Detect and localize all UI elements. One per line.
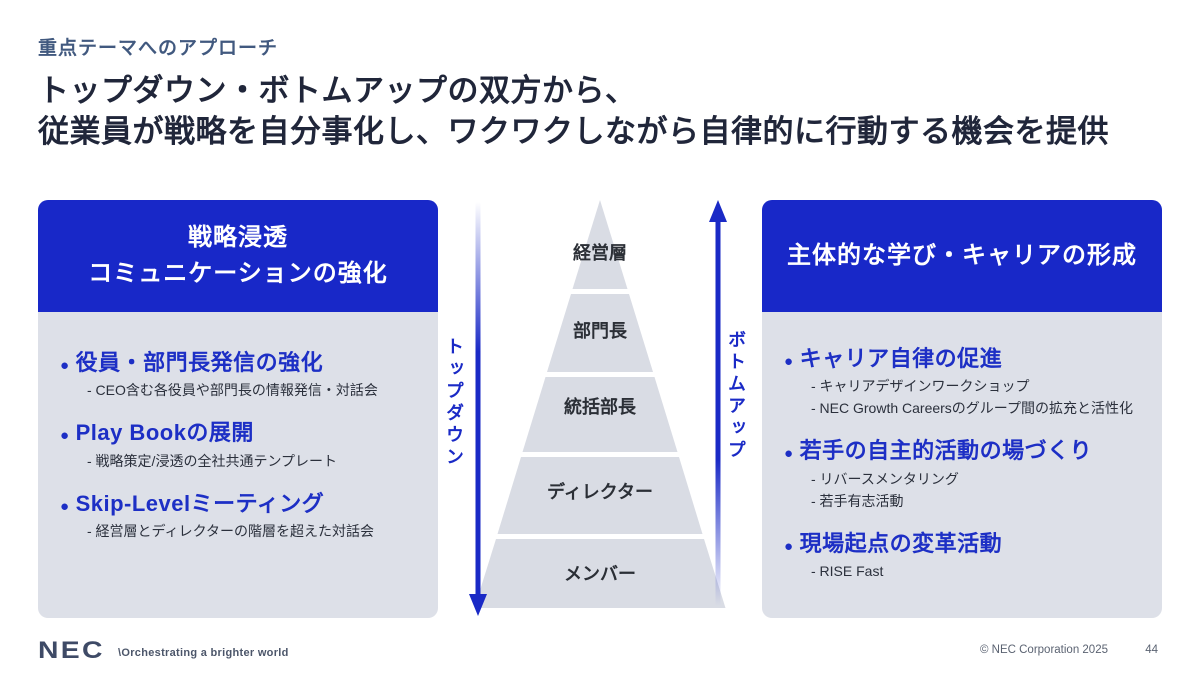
pyramid-level-5 — [474, 539, 726, 608]
bullet-icon: ● — [784, 445, 794, 463]
page-number: 44 — [1145, 644, 1158, 656]
pyramid-label-members: メンバー — [564, 564, 636, 584]
nec-logo: NEC — [38, 637, 105, 664]
item-heading: 若手の自主的活動の場づくり — [799, 438, 1093, 464]
right-card-header-title: 主体的な学び・キャリアの形成 — [787, 242, 1137, 269]
left-card-strategy-communication: 戦略浸透 コミュニケーションの強化 ● 役員・部門長発信の強化 - CEO含む各… — [38, 200, 438, 618]
left-card-header: 戦略浸透 コミュニケーションの強化 — [38, 200, 438, 312]
list-item: ● 若手の自主的活動の場づくり - リバースメンタリング - 若手有志活動 — [784, 438, 1146, 511]
item-subtext: - キャリアデザインワークショップ — [811, 378, 1030, 395]
pyramid-level-4 — [497, 457, 703, 534]
bullet-icon: ● — [60, 357, 70, 374]
left-card-header-line2: コミュニケーションの強化 — [88, 260, 388, 287]
list-item: ● 役員・部門長発信の強化 - CEO含む各役員や部門長の情報発信・対話会 — [60, 350, 422, 401]
bottom-up-arrow-head-icon — [709, 200, 727, 222]
pyramid-label-executives: 経営層 — [573, 242, 627, 263]
pyramid-level-1 — [572, 200, 628, 289]
pyramid-label-division-heads: 部門長 — [573, 320, 628, 341]
left-card-body: ● 役員・部門長発信の強化 - CEO含む各役員や部門長の情報発信・対話会 ● … — [38, 312, 438, 542]
item-subtext: - リバースメンタリング — [811, 470, 959, 487]
item-subtext: - NEC Growth Careersのグループ間の拡充と活性化 — [811, 400, 1133, 417]
item-heading: キャリア自律の促進 — [799, 346, 1003, 371]
bullet-icon: ● — [60, 497, 70, 515]
bullet-icon: ● — [784, 537, 794, 555]
right-card-header: 主体的な学び・キャリアの形成 — [762, 200, 1162, 312]
bottom-up-arrow-shaft — [715, 220, 721, 606]
item-subtext: - RISE Fast — [811, 563, 884, 580]
pyramid-level-3 — [522, 377, 678, 452]
list-item: ● Play Bookの展開 - 戦略策定/浸透の全社共通テンプレート — [60, 420, 422, 471]
brand-tagline: \Orchestrating a brighter world — [118, 647, 289, 659]
bullet-icon: ● — [784, 353, 794, 370]
bullet-icon: ● — [60, 427, 70, 445]
item-subtext: - 若手有志活動 — [811, 492, 904, 509]
left-card-header-line1: 戦略浸透 — [188, 224, 288, 251]
item-heading: 現場起点の変革活動 — [799, 530, 1003, 556]
item-subtext: - CEO含む各役員や部門長の情報発信・対話会 — [87, 382, 378, 399]
slide-eyebrow: 重点テーマへのアプローチ — [38, 38, 279, 59]
list-item: ● Skip-Levelミーティング - 経営層とディレクターの階層を超えた対話… — [60, 491, 422, 542]
top-down-arrow-label: トップダウン — [444, 337, 464, 469]
slide-title-line2: 従業員が戦略を自分事化し、ワクワクしながら自律的に行動する機会を提供 — [38, 113, 1109, 149]
item-subtext: - 戦略策定/浸透の全社共通テンプレート — [87, 452, 338, 469]
pyramid-label-general-managers: 統括部長 — [564, 396, 637, 417]
bottom-up-arrow-label: ボトムアップ — [726, 330, 746, 462]
slide-title: トップダウン・ボトムアップの双方から、 従業員が戦略を自分事化し、ワクワクしなが… — [38, 71, 1109, 153]
right-card-body: ● キャリア自律の促進 - キャリアデザインワークショップ - NEC Grow… — [762, 312, 1162, 582]
pyramid-label-directors: ディレクター — [547, 481, 653, 502]
item-heading: 役員・部門長発信の強化 — [75, 350, 324, 375]
item-heading: Play Bookの展開 — [75, 420, 254, 446]
list-item: ● キャリア自律の促進 - キャリアデザインワークショップ - NEC Grow… — [784, 346, 1146, 419]
right-card-learning-career: 主体的な学び・キャリアの形成 ● キャリア自律の促進 - キャリアデザインワーク… — [762, 200, 1162, 618]
slide-title-line1: トップダウン・ボトムアップの双方から、 — [38, 73, 637, 108]
pyramid-level-2 — [547, 294, 653, 372]
top-down-arrow-shaft — [475, 202, 481, 596]
hierarchy-pyramid-diagram: 経営層 部門長 統括部長 ディレクター メンバー — [469, 200, 727, 616]
top-down-arrow-head-icon — [469, 594, 487, 616]
item-heading: Skip-Levelミーティング — [75, 490, 325, 516]
copyright-text: © NEC Corporation 2025 — [979, 644, 1108, 656]
item-subtext: - 経営層とディレクターの階層を超えた対話会 — [87, 523, 375, 540]
list-item: ● 現場起点の変革活動 - RISE Fast — [784, 531, 1146, 582]
